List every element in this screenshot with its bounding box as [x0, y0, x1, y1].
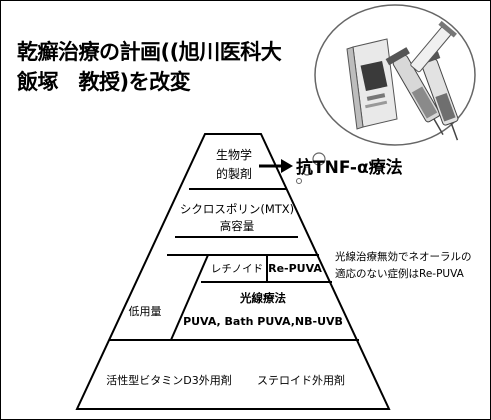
syringe-icon — [385, 20, 459, 141]
re-puva-label: Re-PUVA — [268, 262, 322, 275]
low-dose-label: 低用量 — [129, 305, 162, 318]
steroid-label: ステロイド外用剤 — [257, 373, 345, 387]
phototherapy-label-line1: 光線療法 — [239, 291, 286, 305]
page-title: 乾癬治療の計画((旭川医科大 飯塚 教授)を改変 — [17, 37, 307, 97]
title-line-2: 飯塚 教授)を改変 — [17, 70, 191, 94]
cyclosporin-label-line1: シクロスポリン(MTX) — [180, 202, 294, 216]
cyclosporin-label-line2: 高容量 — [220, 219, 255, 233]
medicine-box-icon — [346, 38, 398, 130]
divider-low-dose-diagonal — [170, 254, 209, 341]
arrow-head-icon — [281, 159, 293, 173]
re-puva-note-line2: 適応のない症例はRe-PUVA — [335, 267, 465, 280]
anti-tnf-label: 抗TNF-α療法 — [296, 157, 403, 178]
re-puva-note-line1: 光線治療無効でネオーラルの — [335, 250, 472, 263]
phototherapy-label-line2: PUVA, Bath PUVA,NB-UVB — [183, 315, 343, 328]
biologics-label-line2: 的製剤 — [216, 166, 252, 181]
vitamin-d3-label: 活性型ビタミンD3外用剤 — [106, 373, 231, 387]
biologics-label-line1: 生物学 — [216, 147, 252, 162]
title-line-1: 乾癬治療の計画((旭川医科大 — [17, 40, 282, 64]
retinoid-label: レチノイド — [211, 263, 263, 275]
